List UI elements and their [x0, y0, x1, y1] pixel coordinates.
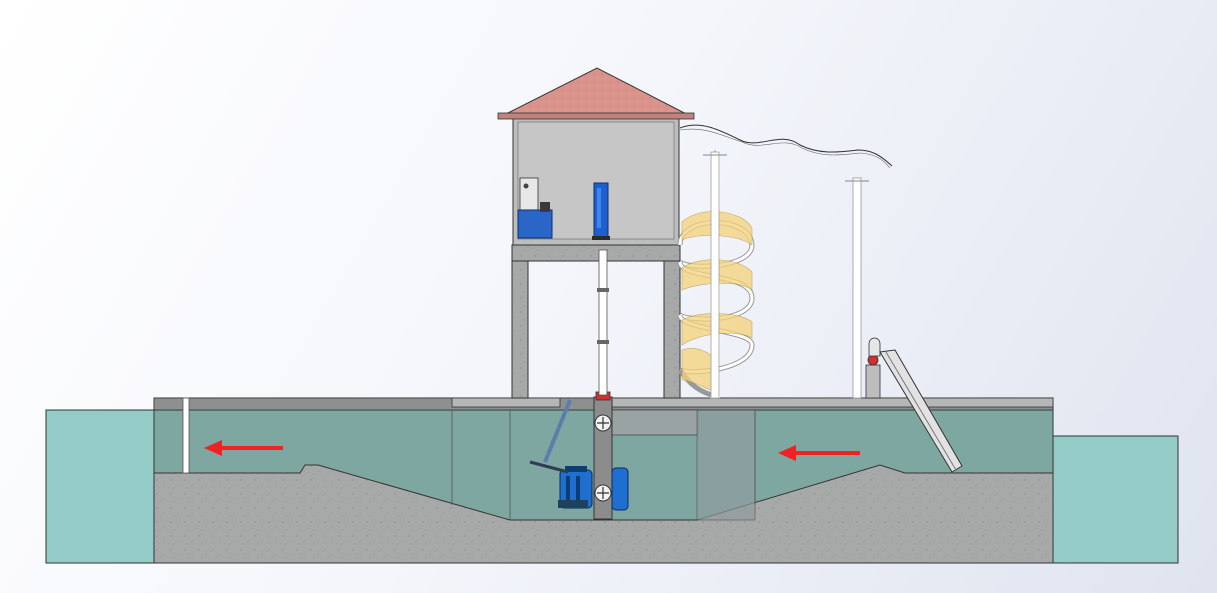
pump-drive-shaft [598, 249, 608, 396]
deck-slab-right [611, 397, 1054, 408]
utility-pole-2 [845, 177, 869, 399]
flow-left-arrow-icon [204, 440, 283, 456]
pump-pit-chamber [696, 409, 756, 521]
trash-rack-icon [865, 337, 963, 473]
control-house-roof [497, 67, 695, 119]
house-beam [511, 244, 681, 262]
flow-right-arrow-icon [778, 445, 860, 461]
outlet-marker-post [182, 397, 190, 474]
axial-pump-icon [558, 466, 629, 511]
utility-pole-1 [703, 151, 727, 399]
motor-column-icon [592, 182, 610, 240]
hydraulic-arm [543, 399, 572, 463]
power-cable [679, 128, 891, 169]
deck-slab-left [451, 397, 561, 408]
hydraulic-arm-rod [529, 460, 569, 474]
pump-pit-wall [611, 409, 699, 436]
house-leg-right [663, 244, 681, 399]
house-leg-left [511, 244, 529, 399]
roof-eave [497, 112, 695, 120]
control-cabinet-icon [517, 177, 553, 239]
power-cable [679, 124, 893, 167]
inlet-water-pool [1052, 435, 1179, 564]
outlet-water-pool [45, 409, 155, 564]
